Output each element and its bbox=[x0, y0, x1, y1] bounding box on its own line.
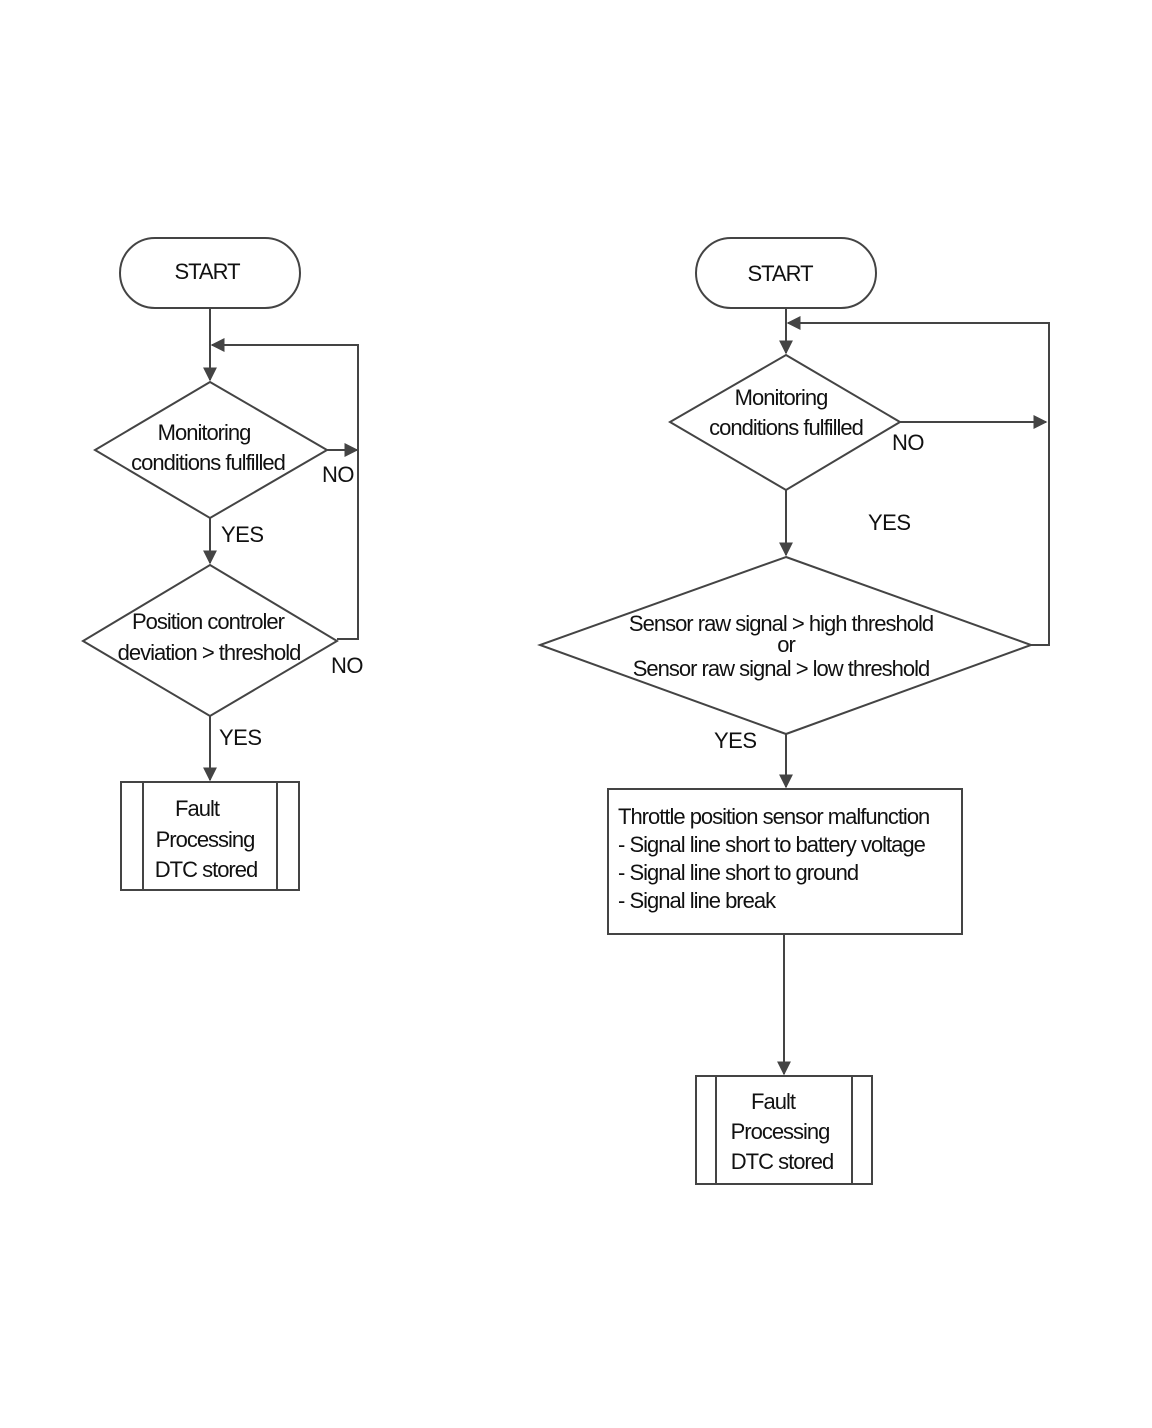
right-d1-no-label: NO bbox=[892, 430, 924, 455]
left-result-box bbox=[120, 781, 300, 891]
left-decision1-line2: conditions fulfilled bbox=[131, 450, 285, 475]
right-result-line2: Processing bbox=[731, 1119, 830, 1144]
left-decision2-line1: Position controler bbox=[132, 609, 285, 634]
right-decision1-line1: Monitoring bbox=[735, 385, 828, 410]
right-flowchart: START Monitoring conditions fulfilled NO… bbox=[537, 237, 1050, 1185]
right-decision2-line3: Sensor raw signal > low threshold bbox=[633, 656, 930, 681]
left-start-label: START bbox=[174, 259, 240, 284]
right-malfunction-line1: Throttle position sensor malfunction bbox=[618, 804, 929, 829]
right-malfunction-line2: - Signal line short to battery voltage bbox=[618, 832, 926, 857]
left-d2-no-label: NO bbox=[331, 653, 363, 678]
right-result-box bbox=[695, 1075, 873, 1185]
left-flowchart: START Monitoring conditions fulfilled NO… bbox=[81, 237, 364, 891]
left-decision2-line2: deviation > threshold bbox=[118, 640, 301, 665]
right-malfunction-box bbox=[607, 788, 963, 935]
right-decision2-line2: or bbox=[777, 632, 795, 657]
right-malfunction-line4: - Signal line break bbox=[618, 888, 777, 913]
left-result-line2: Processing bbox=[156, 827, 255, 852]
left-d2-yes-label: YES bbox=[219, 725, 262, 750]
right-loop-back-line bbox=[786, 316, 1050, 646]
right-decision2-line1: Sensor raw signal > high threshold bbox=[629, 611, 933, 636]
right-malfunction-line3: - Signal line short to ground bbox=[618, 860, 858, 885]
left-result-line1: Fault bbox=[175, 796, 220, 821]
right-result-line1: Fault bbox=[751, 1089, 796, 1114]
left-d1-yes-label: YES bbox=[221, 522, 264, 547]
right-result-line3: DTC stored bbox=[731, 1149, 833, 1174]
right-start-label: START bbox=[747, 261, 813, 286]
right-decision1-line2: conditions fulfilled bbox=[709, 415, 863, 440]
left-d1-no-label: NO bbox=[322, 462, 354, 487]
right-d1-yes-label: YES bbox=[868, 510, 911, 535]
left-decision1-line1: Monitoring bbox=[158, 420, 251, 445]
right-d2-yes-label: YES bbox=[714, 728, 757, 753]
left-loop-back-line bbox=[210, 338, 359, 640]
left-result-line3: DTC stored bbox=[155, 857, 257, 882]
